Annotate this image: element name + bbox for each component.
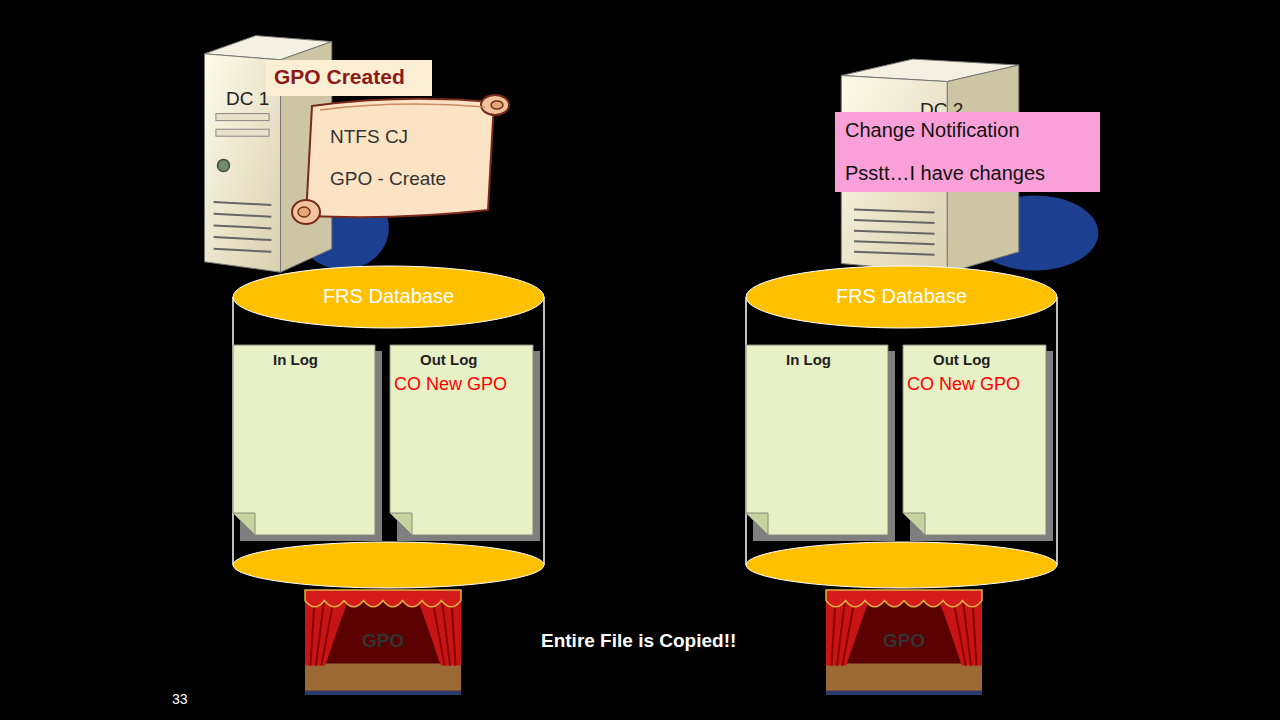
node-text: In Log (273, 351, 318, 368)
node-text: GPO (305, 630, 461, 652)
node-text: GPO (826, 630, 982, 652)
node-text: DC 1 (226, 88, 269, 110)
database-cylinder: FRS Database In Log Out Log CO New GPO (745, 265, 1058, 590)
node-text: GPO - Create (330, 168, 446, 190)
log-sheet: Out Log CO New GPO (903, 345, 1046, 535)
scroll-note: NTFS CJ GPO - Create (290, 92, 512, 228)
log-outline (390, 345, 533, 535)
database-cylinder: FRS Database In Log Out Log CO New GPO (232, 265, 545, 590)
node-text: FRS Database (232, 285, 545, 308)
log-outline (746, 345, 888, 535)
log-outline (233, 345, 375, 535)
stage-image: GPO (826, 590, 982, 695)
log-outline (903, 345, 1046, 535)
node-text: CO New GPO (907, 374, 1020, 395)
log-sheet: In Log (746, 345, 888, 535)
log-sheet: Out Log CO New GPO (390, 345, 533, 535)
node-text: In Log (786, 351, 831, 368)
node-text: Change Notification (845, 119, 1020, 142)
node-text: Out Log (420, 351, 477, 368)
scroll-outline (290, 92, 512, 228)
node-text: CO New GPO (394, 374, 507, 395)
title-box: GPO Created (266, 60, 432, 96)
node-text: Out Log (933, 351, 990, 368)
log-sheet: In Log (233, 345, 375, 535)
node-text: GPO Created (274, 65, 405, 89)
node-text: FRS Database (745, 285, 1058, 308)
stage-image: GPO (305, 590, 461, 695)
notification-box: Change NotificationPsstt…I have changes (835, 112, 1100, 192)
caption-note: Entire File is Copied!! (541, 630, 736, 652)
node-text: NTFS CJ (330, 126, 408, 148)
node-text: Psstt…I have changes (845, 162, 1045, 185)
slide-number: 33 (172, 691, 188, 707)
